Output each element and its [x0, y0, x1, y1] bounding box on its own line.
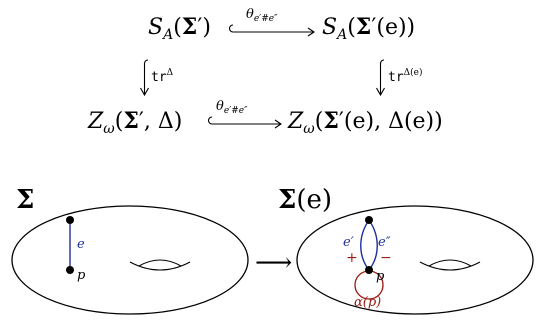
point-p-vertex-right [365, 266, 373, 274]
commutative-diagram: SA(Σ′) θe′#e″ SA(Σ′(e)) trΔ [87, 7, 443, 137]
point-p-vertex [66, 266, 74, 274]
bottom-arrow-label: θe′#e″ [216, 99, 248, 116]
top-arrow-label: θe′#e″ [246, 7, 278, 24]
top-arrow: θe′#e″ [228, 7, 315, 37]
node-top-right: SA(Σ′(e)) [322, 14, 415, 43]
plus-sign: + [346, 250, 358, 266]
torus-hole-lower-right [419, 261, 481, 271]
torus-hole-upper-right [428, 259, 472, 267]
surface-left: Σ e p [11, 185, 249, 315]
loop-alpha-p-label: α(p) [354, 295, 381, 310]
torus-hole-upper-left [138, 259, 182, 267]
point-p-label-right: p [376, 269, 385, 284]
edge-e-prime-label: e′ [343, 235, 354, 250]
torus-outline-right [296, 205, 534, 315]
node-top-left: SA(Σ′) [148, 14, 211, 43]
edge-top-vertex-right [365, 216, 373, 224]
right-arrow-label: trΔ(e) [388, 67, 423, 85]
edge-e-prime [360, 219, 370, 271]
edge-e-label: e [77, 237, 85, 252]
surface-right-title: Σ(e) [278, 185, 332, 215]
left-arrow: trΔ [140, 59, 174, 97]
edge-e-double-prime [368, 219, 378, 271]
surface-transform-arrow: ⟶ [255, 248, 292, 278]
minus-sign: − [380, 250, 392, 266]
left-arrow-label: trΔ [151, 68, 174, 85]
point-p-label-left: p [77, 268, 86, 283]
torus-outline-left [11, 205, 249, 315]
right-arrow: trΔ(e) [376, 59, 423, 97]
bottom-arrow: θe′#e″ [207, 99, 282, 129]
edge-e-double-prime-label: e″ [378, 235, 391, 250]
surface-right: Σ(e) e′ e″ + − p α(p) [278, 185, 534, 315]
node-bottom-right: Zω(Σ′(e), Δ(e)) [287, 108, 443, 137]
edge-top-vertex [66, 216, 74, 224]
torus-hole-lower-left [129, 261, 191, 271]
surface-left-title: Σ [16, 185, 34, 215]
node-bottom-left: Zω(Σ′, Δ) [87, 108, 182, 137]
